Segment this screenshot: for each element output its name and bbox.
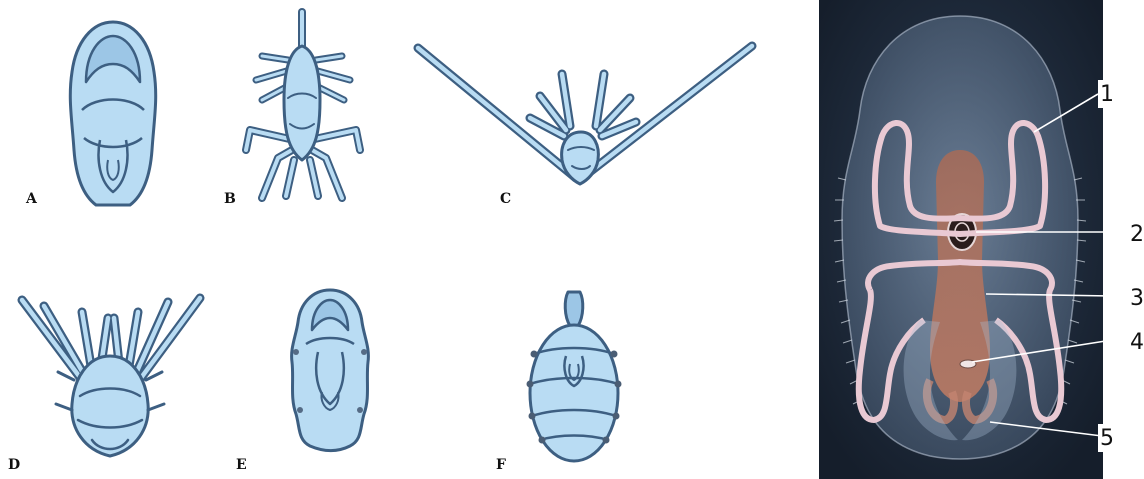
figure-label-c: C — [500, 191, 511, 207]
figure-label-a: A — [25, 191, 38, 207]
bipinnaria-illustration — [819, 0, 1144, 479]
figure-label-d: D — [8, 457, 20, 473]
larva-e — [292, 290, 369, 451]
figure-label-f: F — [496, 457, 506, 473]
figure-label-b: B — [224, 191, 236, 207]
larva-c — [418, 46, 752, 184]
callout-4: 4 — [1130, 330, 1144, 355]
callout-5: 5 — [1100, 426, 1114, 451]
larva-a — [70, 22, 155, 205]
larva-b — [246, 12, 360, 198]
callout-2: 2 — [1130, 222, 1144, 247]
figure-label-e: E — [236, 457, 247, 473]
callout-1: 1 — [1100, 82, 1114, 107]
larva-f — [527, 292, 622, 461]
callout-3: 3 — [1130, 286, 1144, 311]
larva-d — [22, 298, 200, 456]
